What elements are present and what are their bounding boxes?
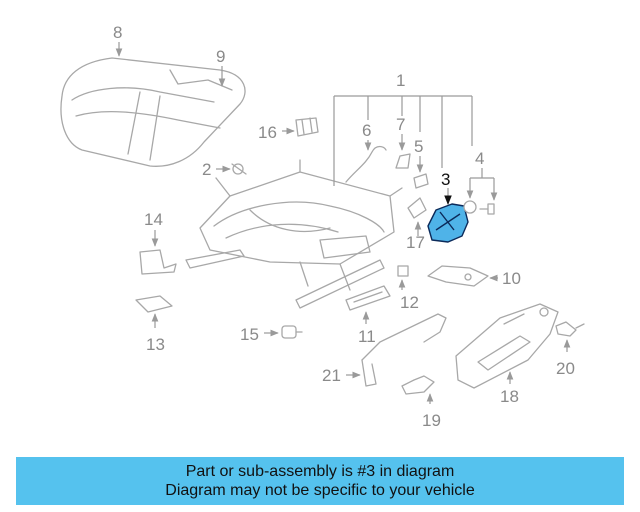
callout-1: 1: [396, 71, 405, 90]
callout-19: 19: [422, 411, 441, 430]
bolt-4-part: [463, 200, 495, 215]
side-trim-18-part: [455, 303, 559, 389]
grommet-15-part: [281, 325, 303, 339]
highlighted-cover-part-3: [427, 203, 469, 243]
bracket-10-part: [427, 265, 489, 287]
handle-11-part: [345, 285, 391, 311]
banner-line-1: Part or sub-assembly is #3 in diagram: [185, 463, 455, 480]
callout-21: 21: [322, 366, 341, 385]
callout-2: 2: [202, 160, 211, 179]
cable-6-part: [345, 145, 387, 183]
clip-5-part: [413, 173, 429, 189]
parts-diagram: 8 9 16 2 1 6 7 5: [60, 23, 585, 430]
rod-21-part: [361, 313, 447, 387]
bracket-14-part: [139, 249, 177, 275]
callout-11: 11: [358, 327, 376, 346]
callout-17: 17: [406, 233, 425, 252]
seat-cushion-pad-part: [60, 57, 246, 167]
cap-12-part: [397, 265, 409, 277]
bracket-16-part: [295, 117, 319, 137]
callout-10: 10: [502, 269, 521, 288]
clip-2-part: [231, 163, 247, 175]
callout-6: 6: [362, 121, 371, 140]
callout-18: 18: [500, 387, 519, 406]
callout-4: 4: [475, 149, 484, 168]
clip-20-part: [555, 321, 585, 337]
banner-line-2: Diagram may not be specific to your vehi…: [165, 482, 475, 499]
bracket-19-part: [401, 375, 435, 395]
callout-12: 12: [400, 293, 419, 312]
seat-frame-part: [185, 159, 403, 309]
callout-5: 5: [414, 137, 423, 156]
part-info-banner: Part or sub-assembly is #3 in diagram Di…: [16, 457, 624, 505]
callout-7: 7: [396, 115, 405, 134]
callout-9: 9: [216, 47, 225, 66]
callout-13: 13: [146, 335, 165, 354]
callout-16: 16: [258, 123, 277, 142]
lever-7-part: [395, 153, 411, 169]
pad-13-part: [135, 295, 173, 313]
callout-8: 8: [113, 23, 122, 42]
callout-20: 20: [556, 359, 575, 378]
bracket-17-part: [407, 197, 427, 219]
callout-3: 3: [441, 170, 450, 189]
callout-15: 15: [240, 325, 259, 344]
callout-14: 14: [144, 210, 163, 229]
